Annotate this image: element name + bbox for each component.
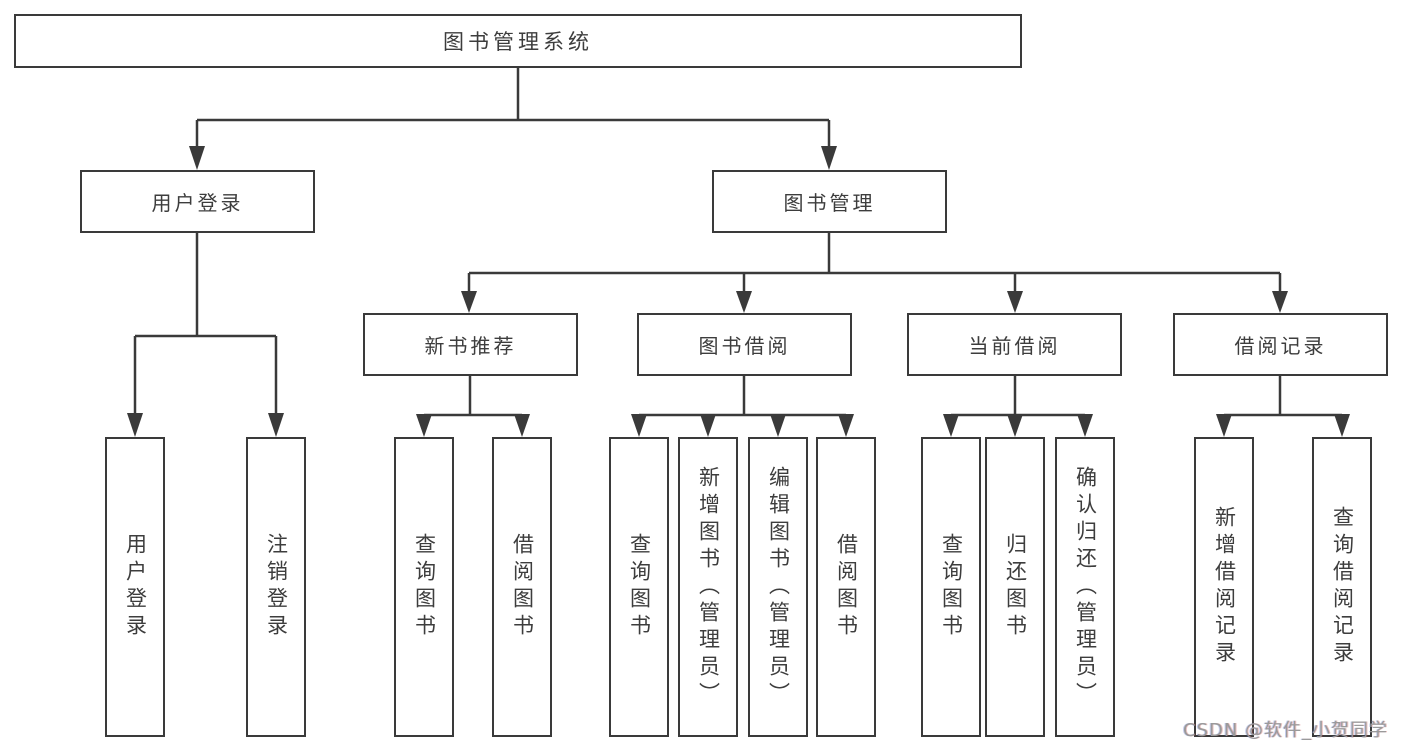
node-label: 注销登录 (264, 533, 289, 641)
node-label: 用户登录 (151, 191, 244, 215)
node-label: 借阅图书 (510, 533, 535, 641)
node-current-query-books: 查询图书 (921, 437, 981, 737)
node-add-borrow-record: 新增借阅记录 (1194, 437, 1254, 737)
csdn-watermark: CSDN @软件_小贺同学 (1183, 720, 1389, 741)
node-label: 查询图书 (939, 533, 964, 641)
node-label: 新增图书（管理员） (696, 465, 721, 709)
node-return-books: 归还图书 (985, 437, 1045, 737)
node-add-books-admin: 新增图书（管理员） (678, 437, 738, 737)
node-query-borrow-record: 查询借阅记录 (1312, 437, 1372, 737)
node-new-book-recommend: 新书推荐 (363, 313, 578, 376)
node-label: 编辑图书（管理员） (766, 465, 791, 709)
node-label: 借阅记录 (1234, 334, 1327, 358)
node-label: 图书管理系统 (443, 30, 593, 54)
node-borrow-books-leaf: 借阅图书 (816, 437, 876, 737)
node-recommend-query-books: 查询图书 (394, 437, 454, 737)
node-edit-books-admin: 编辑图书（管理员） (748, 437, 808, 737)
node-current-borrow: 当前借阅 (907, 313, 1122, 376)
node-label: 归还图书 (1003, 533, 1028, 641)
node-label: 查询图书 (412, 533, 437, 641)
node-label: 图书管理 (783, 191, 876, 215)
node-label: 查询图书 (627, 533, 652, 641)
node-label: 新增借阅记录 (1212, 506, 1237, 668)
node-user-login-branch: 用户登录 (80, 170, 315, 233)
node-label: 用户登录 (123, 533, 148, 641)
node-user-login-leaf: 用户登录 (105, 437, 165, 737)
node-logout-leaf: 注销登录 (246, 437, 306, 737)
node-library-management-system: 图书管理系统 (14, 14, 1022, 68)
node-label: 新书推荐 (424, 334, 517, 358)
node-book-management-branch: 图书管理 (712, 170, 947, 233)
node-label: 当前借阅 (968, 334, 1061, 358)
node-label: 查询借阅记录 (1330, 506, 1355, 668)
node-borrow-records: 借阅记录 (1173, 313, 1388, 376)
node-confirm-return-admin: 确认归还（管理员） (1055, 437, 1115, 737)
node-label: 借阅图书 (834, 533, 859, 641)
node-label: 图书借阅 (698, 334, 791, 358)
node-book-borrow: 图书借阅 (637, 313, 852, 376)
node-recommend-borrow-books: 借阅图书 (492, 437, 552, 737)
node-borrow-query-books: 查询图书 (609, 437, 669, 737)
node-label: 确认归还（管理员） (1073, 465, 1098, 709)
